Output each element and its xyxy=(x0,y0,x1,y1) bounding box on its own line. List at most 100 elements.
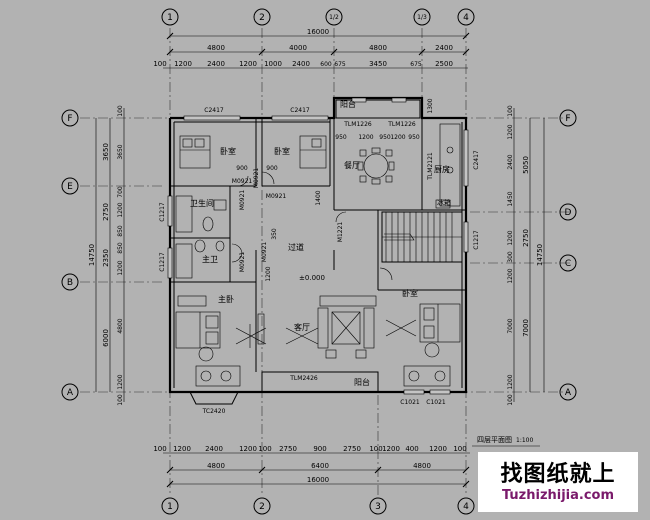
label-c2417-b: C2417 xyxy=(290,107,310,114)
label-m0921-b: M0921 xyxy=(253,168,260,189)
dim-left-inner: 850 xyxy=(117,225,124,237)
room-label-bedroom-nw: 卧室 xyxy=(220,146,236,156)
label-c1217-c: C1217 xyxy=(473,230,480,250)
window-c1021-a xyxy=(403,389,425,395)
dim-top-fine: 675 xyxy=(334,61,346,68)
label-1200-a: 1200 xyxy=(358,134,373,141)
dim-top-fine: 600 xyxy=(320,61,332,68)
dim-top-fine: 100 xyxy=(153,60,166,68)
room-label-living: 客厅 xyxy=(294,322,310,332)
top-dimensions: 16000 4800 4000 4800 2400 100 1200 2400 … xyxy=(153,28,470,69)
label-900-a: 900 xyxy=(236,165,248,172)
label-950-a: 950 xyxy=(335,134,347,141)
dim-bottom-mid: 4800 xyxy=(413,462,431,470)
dim-left-inner: 100 xyxy=(117,394,124,406)
dim-bottom-fine: 400 xyxy=(405,445,418,453)
dim-right-inner: 1450 xyxy=(507,191,514,206)
dim-left-outer: 6000 xyxy=(102,329,110,347)
label-level: ±0.000 xyxy=(299,274,325,282)
dim-bottom-fine: 100 xyxy=(453,445,466,453)
dim-top-fine: 1200 xyxy=(239,60,257,68)
dim-left-inner: 1200 xyxy=(117,202,124,217)
label-350: 350 xyxy=(271,228,278,240)
window-c1021-b xyxy=(429,389,451,395)
dim-right-inner: 2400 xyxy=(507,154,514,169)
axis-bubble-label: F xyxy=(565,114,570,124)
drawing-title-text: 四层平面图 xyxy=(477,436,512,444)
axis-bubble-label: 1/2 xyxy=(329,14,339,21)
dim-bottom-fine: 900 xyxy=(313,445,326,453)
dim-top-mid: 4800 xyxy=(207,44,225,52)
dim-right-outer: 7000 xyxy=(522,319,530,337)
label-1200-c: 1200 xyxy=(265,266,272,281)
window-c1217-a xyxy=(167,195,173,227)
label-m0921-d: M0921 xyxy=(239,190,246,211)
stair-treads xyxy=(382,212,462,262)
label-c1217-b: C1217 xyxy=(159,252,166,272)
dim-right-inner: 100 xyxy=(507,105,514,117)
axis-bubble-label: 1 xyxy=(167,502,173,512)
window-tlm1226-a xyxy=(351,97,367,103)
dim-right-inner: 1200 xyxy=(507,124,514,139)
dim-left-inner: 850 xyxy=(117,242,124,254)
axis-bubble-label: B xyxy=(67,278,73,288)
dim-bottom-fine: 2400 xyxy=(205,445,223,453)
label-tlm1226-a: TLM1226 xyxy=(343,121,372,128)
dim-left-outer: 2750 xyxy=(102,203,110,221)
dim-right-total: 14750 xyxy=(536,244,544,266)
dim-bottom-mid: 4800 xyxy=(207,462,225,470)
label-tlm2121: TLM2121 xyxy=(427,152,434,181)
watermark-logo: 找图纸就上 Tuzhizhijia.com xyxy=(478,452,638,512)
dim-bottom-fine: 2750 xyxy=(279,445,297,453)
axis-bubble-label: 1 xyxy=(167,13,173,23)
room-label-kitchen: 厨房 xyxy=(434,164,450,174)
dim-left-inner: 700 xyxy=(117,186,124,198)
label-c1217-a: C1217 xyxy=(159,202,166,222)
dim-bottom-total: 16000 xyxy=(307,476,329,484)
label-c1021-b: C1021 xyxy=(426,399,446,406)
axis-bubble-label: A xyxy=(565,388,572,398)
label-c2417-a: C2417 xyxy=(204,107,224,114)
window-c2417-c xyxy=(463,129,469,187)
axis-bubble-label: 4 xyxy=(463,502,469,512)
axis-bubble-label: C xyxy=(565,259,571,269)
dim-left-inner: 1200 xyxy=(117,260,124,275)
dim-top-fine: 1000 xyxy=(264,60,282,68)
axis-bubble-label: E xyxy=(67,182,73,192)
dim-left-outer: 2350 xyxy=(102,249,110,267)
dim-right-inner: 1200 xyxy=(507,374,514,389)
dim-top-fine: 3450 xyxy=(369,60,387,68)
dim-left-inner: 3650 xyxy=(117,144,124,159)
dim-bottom-fine: 1200 xyxy=(429,445,447,453)
dim-bottom-fine: 1200 xyxy=(173,445,191,453)
axis-bubble-label: 2 xyxy=(259,13,265,23)
window-c1217-b xyxy=(167,247,173,279)
label-1400: 1400 xyxy=(315,190,322,205)
dim-top-fine: 675 xyxy=(410,61,422,68)
axis-bubble-label: A xyxy=(67,388,74,398)
label-c2417-c: C2417 xyxy=(473,150,480,170)
label-1200-b: 1200 xyxy=(390,134,405,141)
room-label-master: 主卧 xyxy=(218,294,234,304)
dim-right-inner: 300 xyxy=(507,251,514,263)
dim-right-inner: 100 xyxy=(507,394,514,406)
dim-right-inner: 1200 xyxy=(507,268,514,283)
dim-top-mid: 4800 xyxy=(369,44,387,52)
dim-right-outer: 5050 xyxy=(522,156,530,174)
drawing-title: 四层平面图 1:100 xyxy=(472,436,540,447)
axis-bubble-label: 1/3 xyxy=(417,14,427,21)
dim-top-fine: 2400 xyxy=(207,60,225,68)
room-label-wc: 主卫 xyxy=(202,254,218,264)
label-tlm1226-b: TLM1226 xyxy=(387,121,416,128)
dim-bottom-fine: 1200 xyxy=(239,445,257,453)
room-labels: 卧室 卧室 餐厅 厨房 冰箱 卫生间 主卫 过道 主卧 客厅 卧室 阳台 阳台 xyxy=(190,99,451,387)
axis-lines xyxy=(80,28,570,495)
dim-top-fine: 1200 xyxy=(174,60,192,68)
room-label-balcony-top: 阳台 xyxy=(340,99,356,109)
label-950-b: 950 xyxy=(379,134,391,141)
bottom-dimensions: 100 1200 2400 1200 100 2750 900 2750 100… xyxy=(153,445,470,488)
label-m0921-f: M0921 xyxy=(261,242,268,263)
dim-top-fine: 2400 xyxy=(292,60,310,68)
windows xyxy=(167,97,469,395)
